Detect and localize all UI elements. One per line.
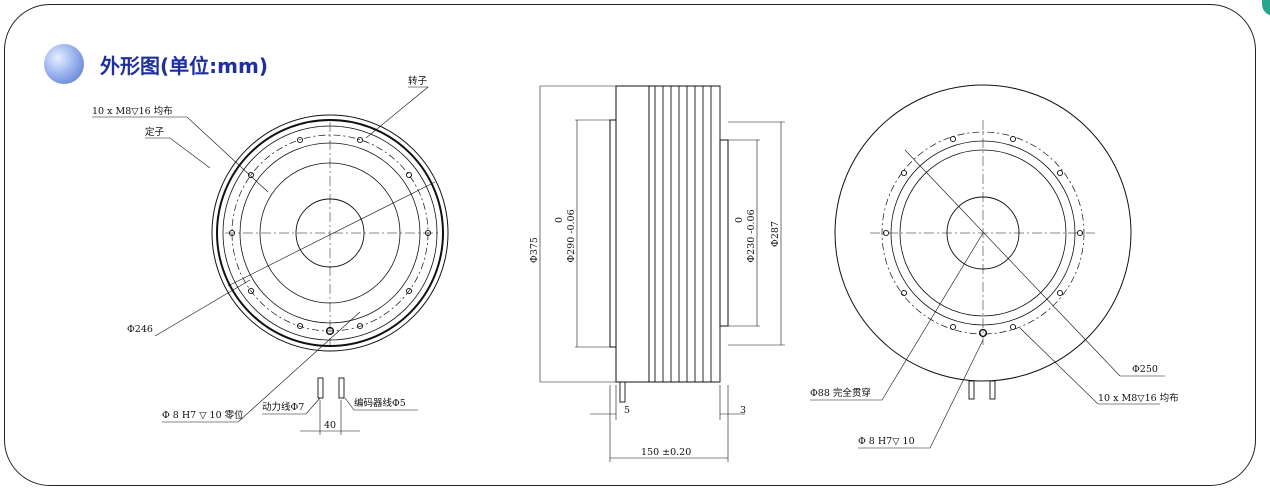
front-bolt-hole: [424, 229, 432, 237]
bullet-orb-icon: [44, 44, 84, 84]
rear-ring-b: [899, 149, 1067, 317]
length-150-label: 150 ±0.20: [641, 447, 691, 458]
rear-bolt-hole: [1009, 135, 1017, 143]
front-bolt-hole: [405, 287, 413, 295]
front-bolt-hole: [228, 229, 236, 237]
dia-375-label: Φ375: [529, 237, 540, 263]
rear-outer-circle: [834, 84, 1132, 382]
front-bolt-hole: [405, 171, 413, 179]
tol-290-label: 0: [554, 217, 565, 223]
stator-label: 定子: [145, 126, 165, 138]
front-power-cable: [317, 377, 324, 399]
front-stator-flange: [216, 119, 444, 347]
front-encoder-cable: [338, 377, 345, 399]
section-title: 外形图(单位:mm): [100, 54, 268, 78]
side-right-flange: [719, 139, 729, 327]
rear-bolt-hole: [1056, 289, 1064, 297]
rear-bolt-hole: [882, 229, 890, 237]
rear-bolt-circle: [881, 131, 1085, 335]
rear-bolt-hole: [1056, 169, 1064, 177]
dia-230-label: Φ230 -0.06: [746, 209, 757, 262]
front-bolt-hole: [247, 171, 255, 179]
rotor-label: 转子: [408, 75, 428, 87]
dia-246-label: Φ246: [127, 324, 153, 335]
drawing-frame: [4, 4, 1256, 486]
side-view: [539, 85, 785, 462]
side-left-flange: [609, 119, 617, 348]
tol-230-label: 0: [734, 217, 745, 223]
rear-pin-note: Φ 8 H7▽ 10: [858, 436, 915, 447]
dia-250-label: Φ250: [1132, 364, 1158, 375]
rear-pin-hole: [978, 328, 988, 338]
dia-290-label: Φ290 -0.06: [566, 209, 577, 262]
front-bolt-hole: [296, 136, 304, 144]
encoder-cable-label: 编码器线Φ5: [354, 397, 406, 409]
rear-cable: [968, 380, 975, 400]
rear-bolt-hole: [949, 323, 957, 331]
through-hole-label: Φ88 完全贯穿: [810, 387, 871, 399]
side-stator-body: [615, 85, 650, 383]
rear-bolt-hole: [1076, 229, 1084, 237]
front-outer-circle: [211, 114, 449, 352]
rear-bolt-note: 10 x M8▽16 均布: [1098, 392, 1179, 404]
front-pin-hole: [325, 326, 335, 336]
side-fins: [649, 85, 721, 383]
rear-bolt-hole: [900, 289, 908, 297]
front-view: [92, 86, 449, 435]
rear-view: [810, 84, 1165, 449]
front-bolt-hole: [356, 136, 364, 144]
side-cable: [619, 381, 626, 403]
dim-5-label: 5: [624, 405, 630, 416]
spacing-40-label: 40: [324, 420, 336, 431]
front-bolt-hole: [356, 322, 364, 330]
front-bolt-hole: [296, 322, 304, 330]
rear-bolt-hole: [900, 169, 908, 177]
power-cable-label: 动力线Φ7: [262, 401, 304, 413]
front-pin-note: Φ 8 H7 ▽ 10 零位: [162, 409, 244, 421]
rear-cable: [989, 380, 996, 400]
front-bolt-hole: [247, 287, 255, 295]
dia-287-label: Φ287: [770, 221, 781, 247]
dim-3-label: 3: [740, 405, 746, 416]
rear-bolt-hole: [949, 135, 957, 143]
rear-bolt-hole: [1009, 323, 1017, 331]
front-bolt-note: 10 x M8▽16 均布: [92, 105, 173, 117]
corner-mark: [1262, 0, 1270, 16]
